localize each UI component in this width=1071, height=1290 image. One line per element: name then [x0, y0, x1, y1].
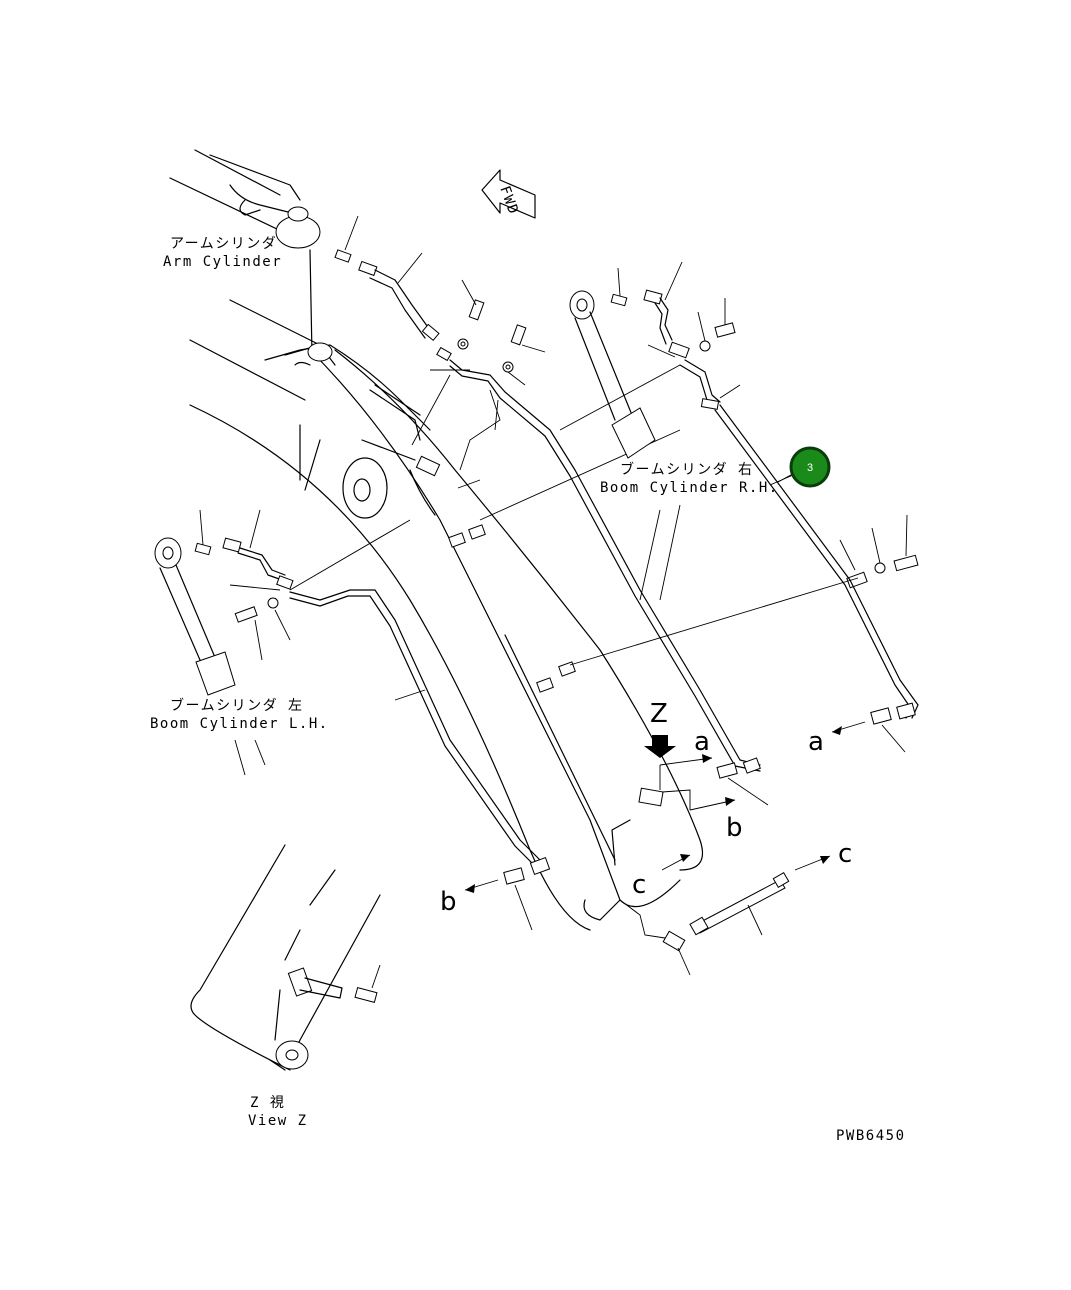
letter-b-left: b — [440, 887, 457, 917]
boom-lh-en-label: Boom Cylinder L.H. — [150, 716, 329, 732]
letter-c-left: c — [632, 870, 646, 900]
center-pipes — [361, 359, 761, 772]
callout-circle[interactable] — [789, 446, 831, 488]
boom-rh-en-label: Boom Cylinder R.H. — [600, 480, 779, 496]
arm-cylinder-en-label: Arm Cylinder — [163, 254, 282, 270]
callout-number[interactable]: 3 — [807, 462, 813, 474]
arm-cylinder-fittings — [334, 215, 546, 386]
connection-b-left — [464, 867, 533, 931]
letter-c-right: c — [838, 839, 852, 869]
drawing-code: PWB6450 — [836, 1128, 906, 1144]
connection-c — [619, 854, 831, 976]
rh-bolt — [839, 514, 919, 574]
arm-cylinder-head — [209, 154, 336, 366]
connection-a-right — [831, 707, 906, 753]
boom-lh-jp-label: ブームシリンダ 左 — [170, 697, 304, 714]
lh-pipes — [194, 509, 551, 876]
view-z-jp-label: Z 視 — [250, 1095, 285, 1111]
boom-cylinder-lh — [154, 537, 266, 776]
callout-marker[interactable]: 3 — [789, 446, 831, 488]
view-z-en-label: View Z — [248, 1113, 308, 1129]
view-z-sketch — [190, 844, 381, 1071]
rh-pipes — [559, 261, 919, 720]
letter-a-top: a — [694, 727, 710, 757]
boom-cylinder-rh — [569, 290, 681, 601]
boom-rh-jp-label: ブームシリンダ 右 — [620, 461, 754, 478]
fwd-arrow-icon: FWD — [481, 169, 536, 219]
letter-a-right: a — [808, 727, 824, 757]
z-connection-block — [638, 735, 769, 811]
view-z-arrow-icon — [644, 735, 676, 758]
arm-cylinder-jp-label: アームシリンダ — [170, 236, 277, 252]
letter-b-top: b — [726, 813, 743, 843]
letter-z: Z — [650, 699, 668, 729]
